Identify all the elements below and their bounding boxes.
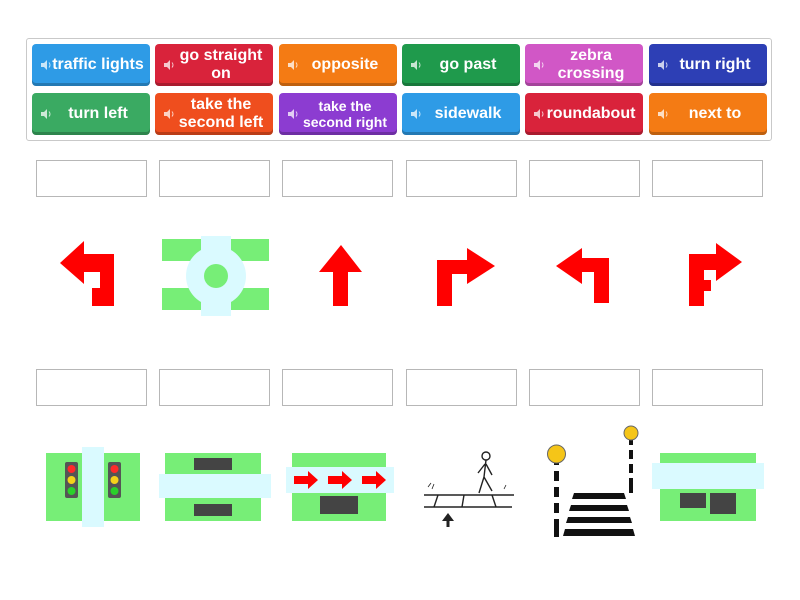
traffic-lights-icon [36, 447, 148, 527]
tile-label: take the second left [178, 96, 264, 131]
speaker-icon[interactable] [657, 108, 669, 120]
word-tile-tray [26, 38, 772, 141]
tile-next-to[interactable]: next to [649, 93, 767, 135]
tile-label: sidewalk [434, 105, 502, 122]
speaker-icon[interactable] [410, 108, 422, 120]
second-left-arrow-icon [36, 236, 148, 316]
drop-slot[interactable] [282, 369, 393, 406]
tile-label: opposite [311, 56, 379, 73]
drop-slot[interactable] [406, 160, 517, 197]
tile-label: traffic lights [52, 56, 144, 73]
tile-zebra-crossing[interactable]: zebra crossing [525, 44, 643, 86]
speaker-icon[interactable] [533, 59, 545, 71]
tile-traffic-lights[interactable]: traffic lights [32, 44, 150, 86]
tile-label: go straight on [179, 47, 263, 82]
tile-roundabout[interactable]: roundabout [525, 93, 643, 135]
straight-arrow-icon [282, 236, 394, 316]
turn-right-arrow-icon [406, 236, 518, 316]
roundabout-icon [159, 236, 271, 316]
drop-slot[interactable] [36, 160, 147, 197]
drop-slot[interactable] [159, 160, 270, 197]
tile-label: zebra crossing [557, 47, 625, 82]
speaker-icon[interactable] [410, 59, 422, 71]
tile-turn-left[interactable]: turn left [32, 93, 150, 135]
tile-go-past[interactable]: go past [402, 44, 520, 86]
second-right-arrow-icon [652, 236, 764, 316]
tile-opposite[interactable]: opposite [279, 44, 397, 86]
tile-label: next to [688, 105, 742, 122]
drop-slot[interactable] [159, 369, 270, 406]
opposite-buildings-icon [159, 447, 271, 527]
drop-slot[interactable] [36, 369, 147, 406]
tile-label: roundabout [546, 105, 636, 122]
speaker-icon[interactable] [287, 108, 299, 120]
sidewalk-pedestrian-icon [406, 447, 518, 527]
speaker-icon[interactable] [163, 59, 175, 71]
tile-label: go past [439, 56, 497, 73]
speaker-icon[interactable] [40, 108, 52, 120]
drop-slot[interactable] [652, 369, 763, 406]
tile-take-the-second-right[interactable]: take the second right [279, 93, 397, 135]
next-to-buildings-icon [652, 447, 764, 527]
drop-slot[interactable] [406, 369, 517, 406]
zebra-crossing-icon [529, 425, 641, 540]
speaker-icon[interactable] [163, 108, 175, 120]
speaker-icon[interactable] [287, 59, 299, 71]
tile-label: take the second right [302, 98, 387, 130]
tile-take-the-second-left[interactable]: take the second left [155, 93, 273, 135]
drop-slot[interactable] [529, 160, 640, 197]
tile-go-straight-on[interactable]: go straight on [155, 44, 273, 86]
tile-label: turn left [68, 105, 128, 122]
drop-slot[interactable] [282, 160, 393, 197]
turn-left-arrow-icon [529, 236, 641, 316]
drop-slot[interactable] [529, 369, 640, 406]
speaker-icon[interactable] [533, 108, 545, 120]
speaker-icon[interactable] [40, 59, 52, 71]
tile-sidewalk[interactable]: sidewalk [402, 93, 520, 135]
go-past-icon [282, 447, 394, 527]
speaker-icon[interactable] [657, 59, 669, 71]
tile-turn-right[interactable]: turn right [649, 44, 767, 86]
drop-slot[interactable] [652, 160, 763, 197]
tile-label: turn right [679, 56, 751, 73]
